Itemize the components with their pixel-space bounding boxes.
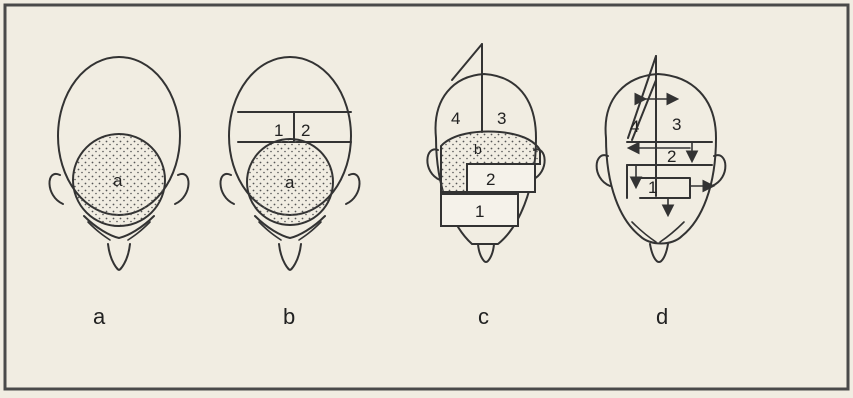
zone-label-1: 1 [274, 121, 283, 140]
panel-a: a a [49, 57, 188, 329]
panel-d: 4 3 2 1 d [597, 56, 726, 329]
zone-label-4: 4 [630, 117, 639, 136]
zone-label-1: 1 [475, 202, 484, 221]
zone-label-4: 4 [451, 109, 460, 128]
zone-label-2: 2 [667, 147, 676, 166]
zone-label-1: 1 [648, 178, 657, 197]
panel-c: 4 3 b 2 1 c [427, 44, 544, 329]
zone-label-a: a [285, 173, 295, 192]
panel-caption-c: c [478, 304, 489, 329]
zone-label-3: 3 [497, 109, 506, 128]
head-outline [597, 74, 726, 262]
panel-b: 1 2 a b [220, 57, 359, 329]
panel-caption-b: b [283, 304, 295, 329]
zone-label-2: 2 [301, 121, 310, 140]
zone-rect-2 [467, 164, 535, 192]
panel-caption-d: d [656, 304, 668, 329]
zone-label-b: b [474, 141, 482, 157]
zone-label-2: 2 [486, 170, 495, 189]
zone-label-3: 3 [672, 115, 681, 134]
zone-label-a: a [113, 171, 123, 190]
panel-caption-a: a [93, 304, 106, 329]
